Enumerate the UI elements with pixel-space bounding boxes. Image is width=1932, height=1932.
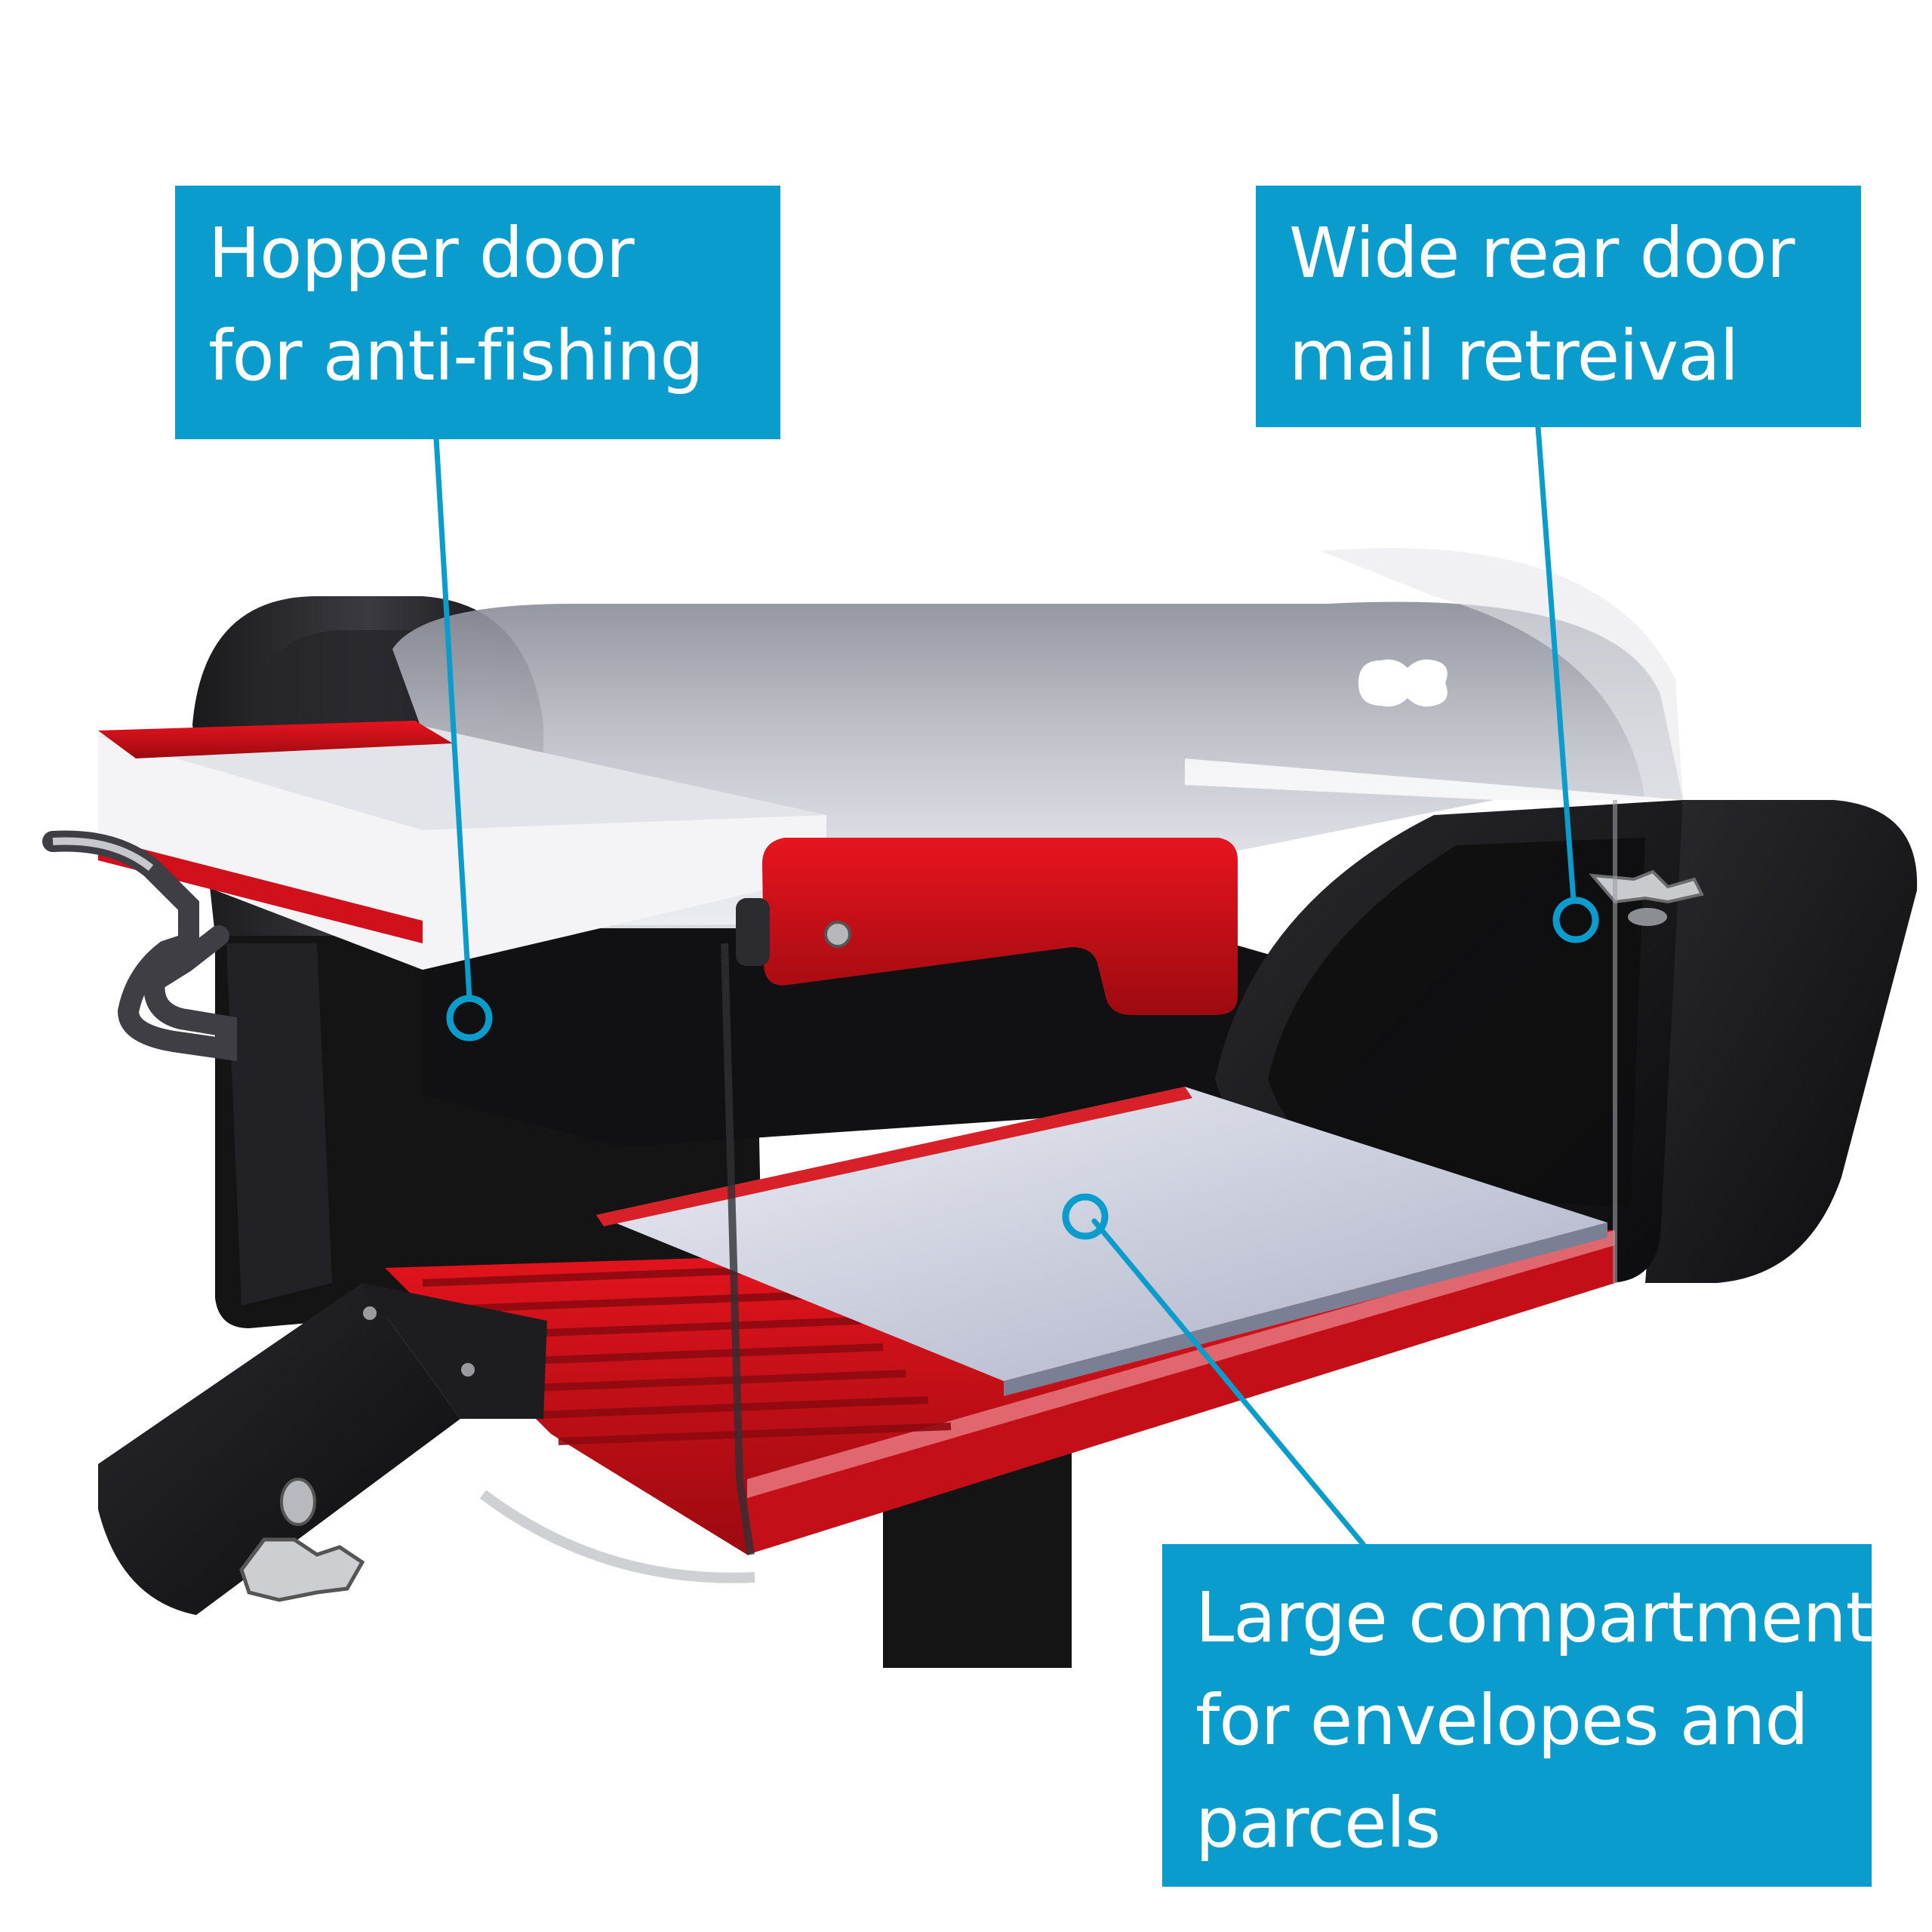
lock-slot-icon <box>1358 659 1447 707</box>
callout-large-line-3: parcels <box>1195 1783 1441 1863</box>
circle-marker-rear <box>1552 897 1599 943</box>
floor-ribs <box>422 1264 952 1445</box>
callout-markers <box>446 897 1599 1240</box>
callout-rear-line-1: Wide rear door <box>1289 213 1795 294</box>
leader-line-large <box>1091 1218 1366 1547</box>
wing-nut-icon <box>1589 869 1704 926</box>
callout-hopper-door: Hopper door for anti-fishing <box>175 186 780 439</box>
leader-line-hopper <box>433 435 472 1001</box>
circle-marker-hopper <box>446 995 493 1041</box>
hopper-door-red-edge <box>98 721 453 758</box>
latch-icon <box>239 1478 365 1602</box>
leader-line-rear <box>1535 424 1577 903</box>
circle-marker-large <box>1062 1193 1109 1240</box>
leader-lines <box>433 424 1577 1547</box>
callout-large-compartment: Large compartment for envelopes and parc… <box>1162 1544 1872 1887</box>
callout-rear-door: Wide rear door mail retreival <box>1256 186 1861 427</box>
red-flag <box>736 838 1238 1015</box>
callout-rear-line-2: mail retreival <box>1289 315 1739 396</box>
callout-hopper-line-1: Hopper door <box>208 213 635 294</box>
callout-large-line-2: for envelopes and <box>1195 1680 1809 1761</box>
rear-door <box>1645 800 1918 1283</box>
callout-large-line-1: Large compartment <box>1195 1577 1872 1658</box>
callout-hopper-line-2: for anti-fishing <box>208 315 704 396</box>
front-flap-door <box>98 1283 460 1615</box>
